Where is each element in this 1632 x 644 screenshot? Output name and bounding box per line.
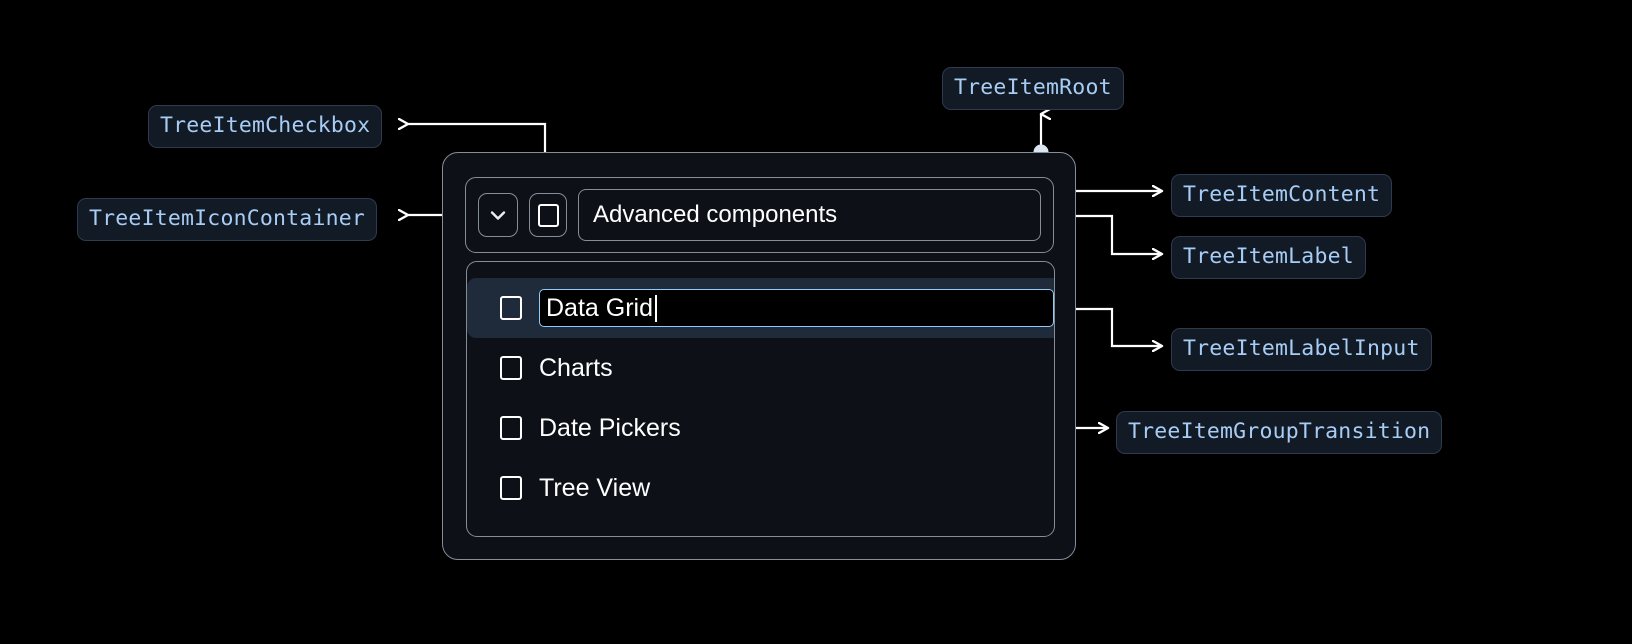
checkbox-unchecked-icon[interactable] — [500, 416, 522, 440]
tree-item-icon-container[interactable] — [478, 193, 518, 237]
annotation-tree-item-label: TreeItemLabel — [1171, 236, 1366, 279]
tree-item-label[interactable]: Advanced components — [578, 189, 1041, 241]
checkbox-unchecked-icon — [537, 203, 559, 227]
tree-item-child-row[interactable]: Charts — [467, 338, 1054, 398]
tree-item-child-label: Date Pickers — [539, 413, 681, 442]
tree-item-child-label: Tree View — [539, 473, 651, 502]
annotation-tree-item-content: TreeItemContent — [1171, 174, 1393, 217]
checkbox-unchecked-icon[interactable] — [500, 296, 522, 320]
annotation-tree-item-icon-container: TreeItemIconContainer — [77, 198, 378, 241]
annotation-tree-item-group-transition: TreeItemGroupTransition — [1116, 411, 1443, 454]
tree-item-child-row[interactable]: Tree View — [467, 458, 1054, 518]
tree-item-group-transition: Data Grid Charts Date Pickers Tree View — [466, 261, 1055, 537]
annotation-tree-item-label-input: TreeItemLabelInput — [1171, 328, 1432, 371]
annotation-tree-item-root: TreeItemRoot — [942, 67, 1124, 110]
tree-item-child-label: Charts — [539, 353, 613, 382]
checkbox-unchecked-icon[interactable] — [500, 476, 522, 500]
tree-item-checkbox[interactable] — [529, 193, 567, 237]
text-caret — [654, 294, 657, 322]
tree-item-content[interactable]: Advanced components — [465, 177, 1054, 253]
tree-item-child-row[interactable]: Data Grid — [467, 278, 1054, 338]
tree-item-root[interactable]: Advanced components Data Grid Charts Dat… — [442, 152, 1076, 560]
annotation-tree-item-checkbox: TreeItemCheckbox — [148, 105, 383, 148]
checkbox-unchecked-icon[interactable] — [500, 356, 522, 380]
tree-item-label-text: Advanced components — [593, 201, 838, 228]
tree-item-label-input[interactable]: Data Grid — [539, 289, 1054, 327]
chevron-down-icon — [486, 203, 510, 227]
tree-item-label-input-value: Data Grid — [546, 293, 653, 322]
tree-item-child-row[interactable]: Date Pickers — [467, 398, 1054, 458]
